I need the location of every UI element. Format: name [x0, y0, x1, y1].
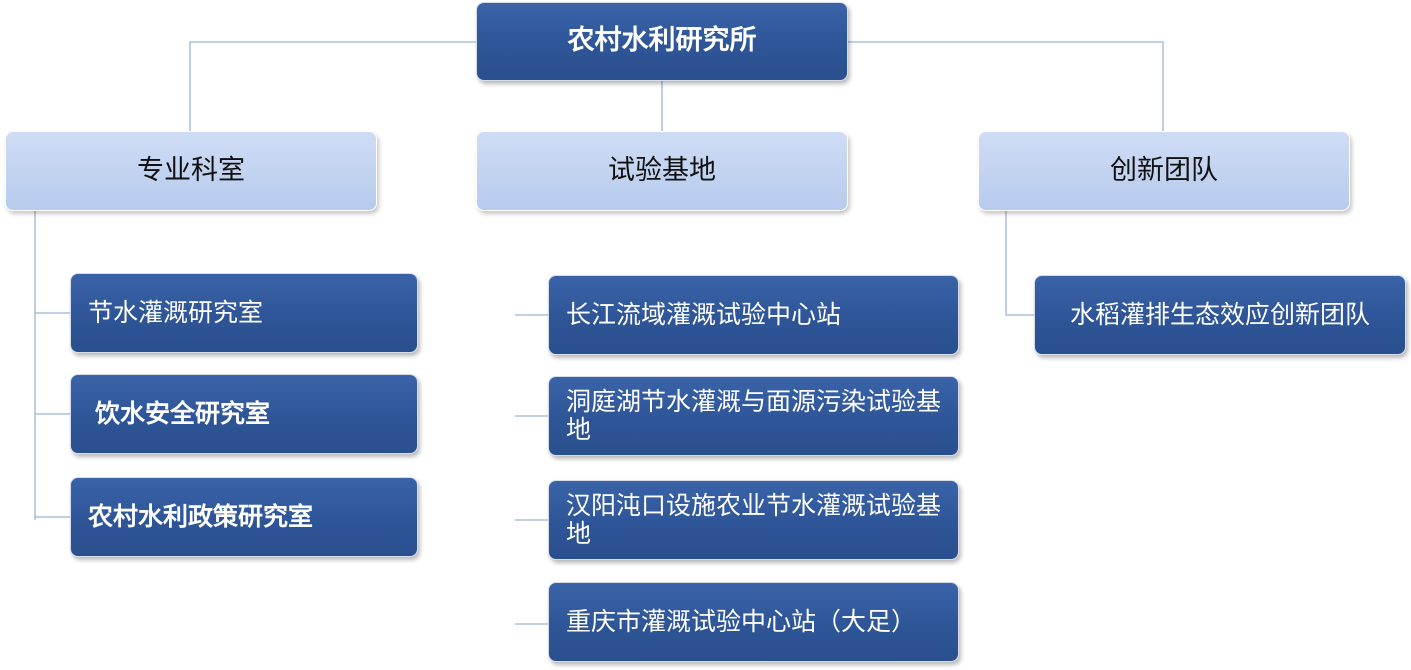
- leaf-node: 节水灌溉研究室: [70, 273, 418, 353]
- leaf-node: 洞庭湖节水灌溉与面源污染试验基地: [548, 376, 959, 456]
- root-label: 农村水利研究所: [567, 25, 757, 57]
- leaf-node: 水稻灌排生态效应创新团队: [1034, 275, 1406, 355]
- category-label: 专业科室: [137, 154, 245, 186]
- leaf-node: 汉阳沌口设施农业节水灌溉试验基地: [548, 480, 959, 560]
- leaf-label: 洞庭湖节水灌溉与面源污染试验基地: [566, 387, 942, 444]
- category-label: 试验基地: [608, 154, 716, 186]
- category-label: 创新团队: [1110, 154, 1218, 186]
- leaf-label: 长江流域灌溉试验中心站: [566, 300, 842, 329]
- leaf-label: 饮水安全研究室: [95, 399, 271, 428]
- leaf-label: 汉阳沌口设施农业节水灌溉试验基地: [566, 491, 942, 548]
- leaf-node: 农村水利政策研究室: [70, 477, 418, 557]
- category-node-departments: 专业科室: [5, 131, 377, 211]
- category-node-teams: 创新团队: [978, 131, 1350, 211]
- leaf-label: 节水灌溉研究室: [88, 298, 264, 327]
- connector-right-elbow: [1005, 211, 1034, 316]
- leaf-node: 长江流域灌溉试验中心站: [548, 275, 959, 355]
- leaf-label: 农村水利政策研究室: [88, 502, 314, 531]
- leaf-label: 水稻灌排生态效应创新团队: [1069, 300, 1370, 329]
- connector-root-left: [189, 41, 476, 131]
- leaf-label: 重庆市灌溉试验中心站（大足）: [566, 607, 917, 636]
- leaf-node: 重庆市灌溉试验中心站（大足）: [548, 582, 959, 662]
- root-node: 农村水利研究所: [476, 2, 848, 81]
- connector-root-right: [848, 41, 1164, 131]
- leaf-node: 饮水安全研究室: [70, 374, 418, 454]
- category-node-bases: 试验基地: [476, 131, 848, 211]
